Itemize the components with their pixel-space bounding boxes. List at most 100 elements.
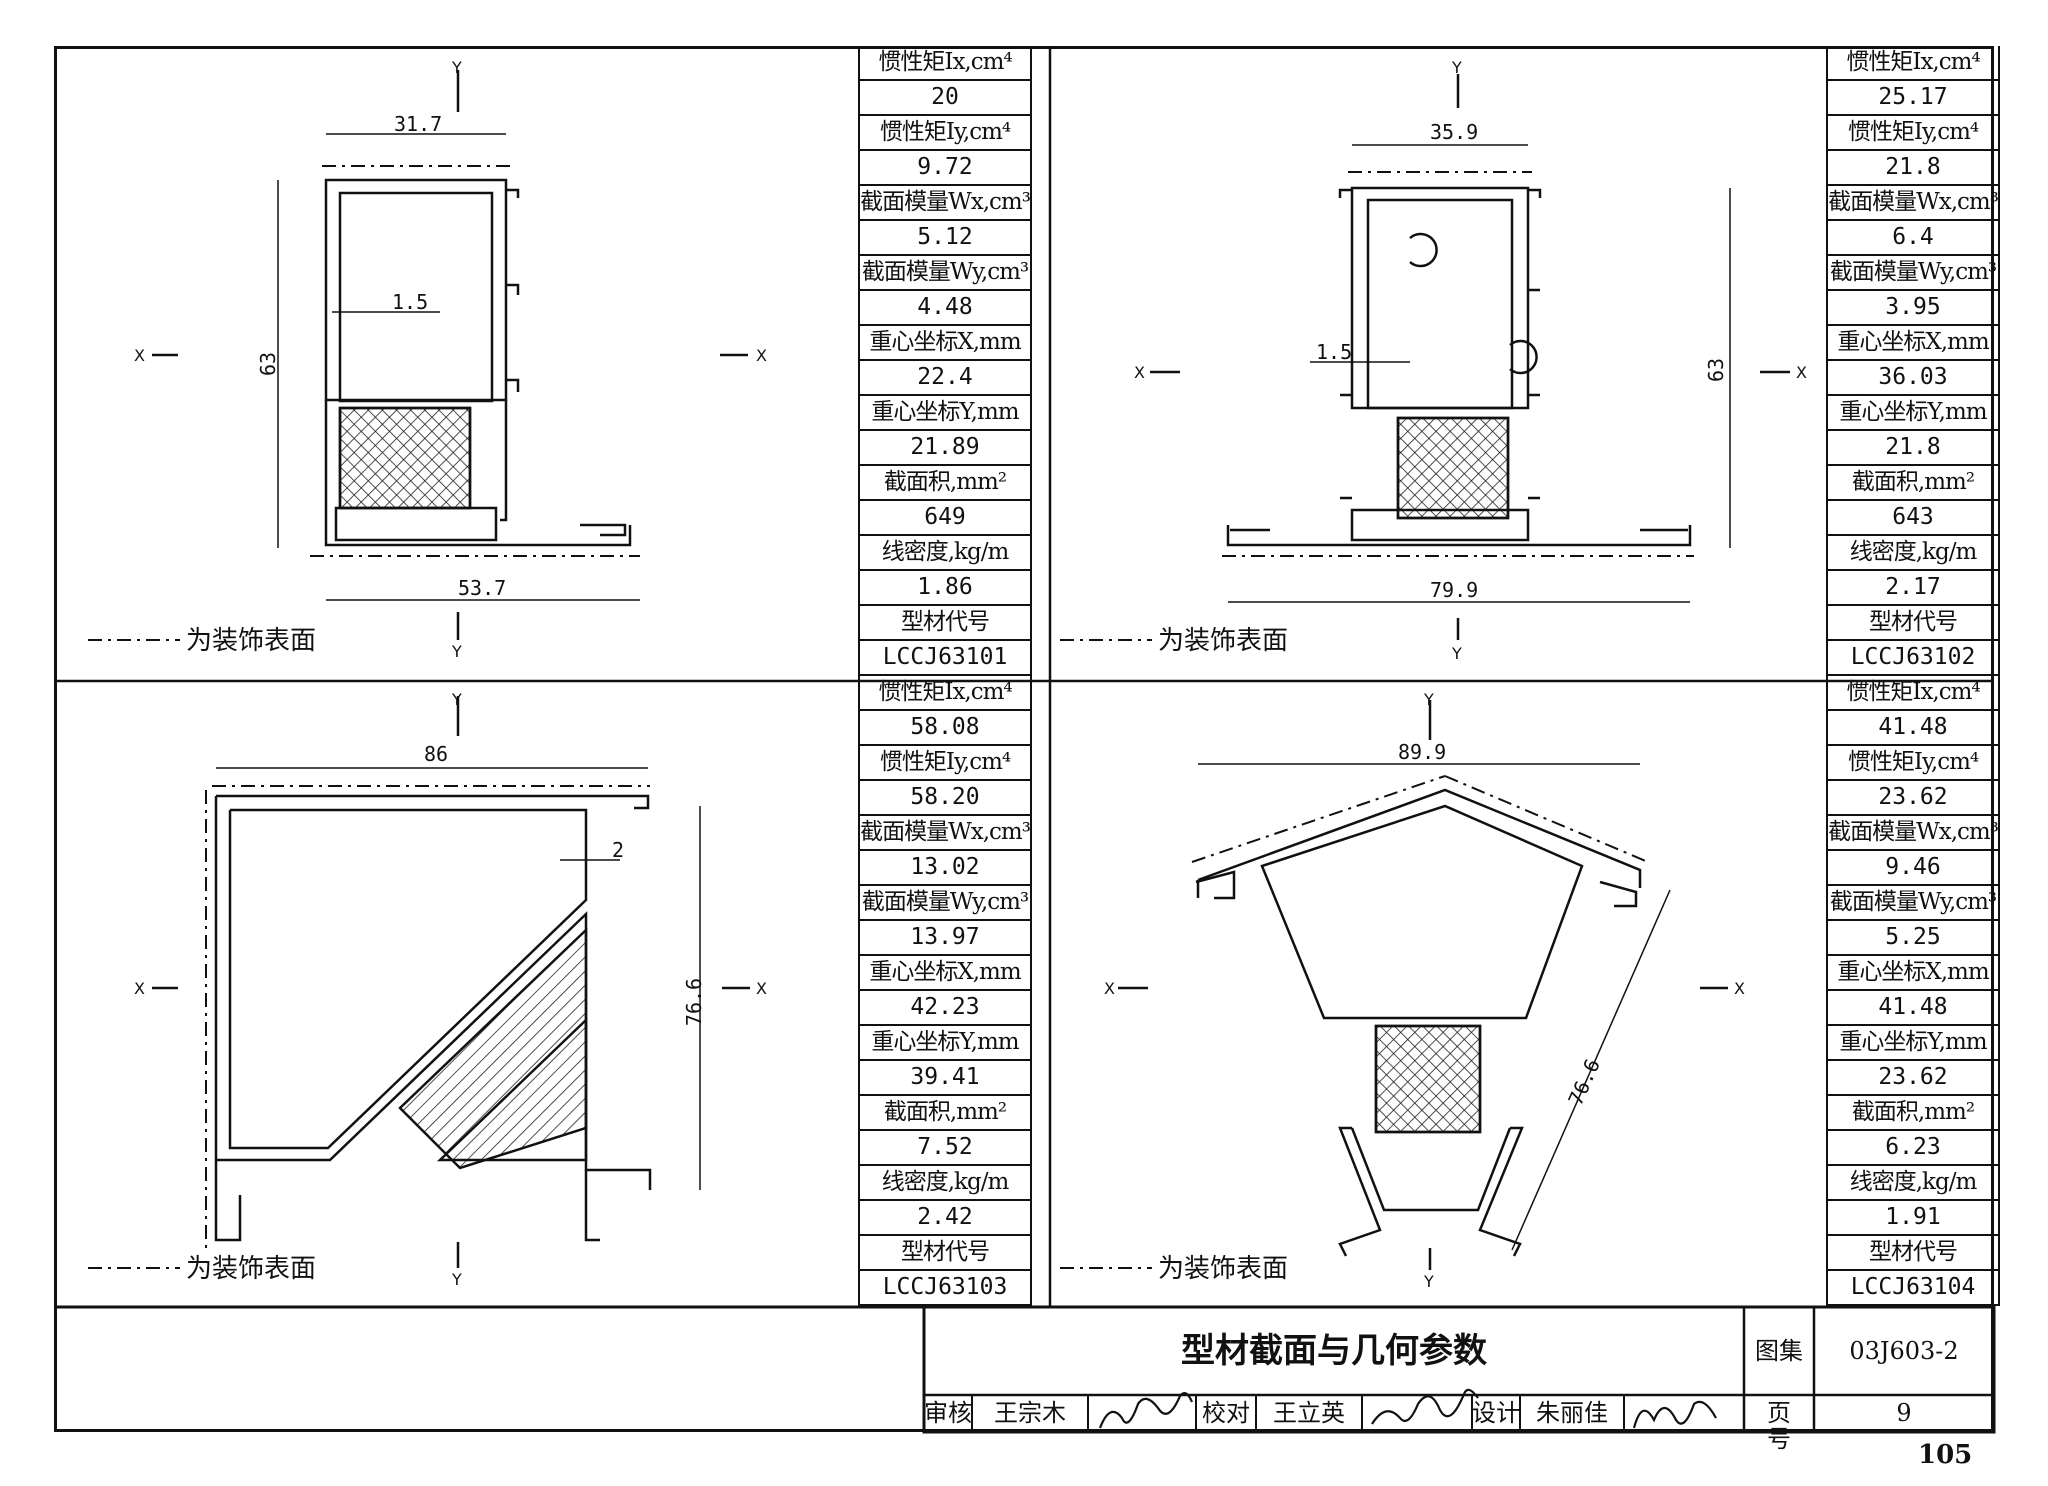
param-value: LCCJ63103 (860, 1271, 1030, 1306)
param-label: 线密度,kg/m (1828, 536, 1998, 571)
p4-axis-y-top: Y (1424, 690, 1434, 709)
p4-axis-x-right: X (1734, 979, 1745, 998)
atlas-number: 03J603-2 (1849, 1337, 1959, 1365)
p1-dim-top: 31.7 (394, 112, 443, 136)
param-value: 41.48 (1828, 991, 1998, 1026)
param-value: 6.23 (1828, 1131, 1998, 1166)
param-value: 5.12 (860, 221, 1030, 256)
param-label: 截面模量Wy,cm³ (860, 886, 1030, 921)
param-label: 截面积,mm² (860, 466, 1030, 501)
p4-axis-y-bottom: Y (1424, 1272, 1434, 1291)
param-label: 型材代号 (1828, 606, 1998, 641)
param-value: LCCJ63104 (1828, 1271, 1998, 1306)
legend-decorative-surface: 为装饰表面 (186, 1254, 317, 1284)
param-label: 重心坐标Y,mm (860, 1026, 1030, 1061)
param-label: 重心坐标Y,mm (1828, 396, 1998, 431)
param-value: 7.52 (860, 1131, 1030, 1166)
param-value: 1.91 (1828, 1201, 1998, 1236)
param-label: 型材代号 (860, 1236, 1030, 1271)
profile-3-drawing (152, 696, 750, 1268)
param-value: 9.72 (860, 151, 1030, 186)
param-label: 惯性矩Ix,cm⁴ (1828, 46, 1998, 81)
param-label: 惯性矩Ix,cm⁴ (860, 676, 1030, 711)
p1-dim-wall: 1.5 (392, 290, 429, 314)
p3-axis-x-left: X (134, 979, 145, 998)
p3-dim-wall: 2 (612, 838, 625, 862)
param-value: 36.03 (1828, 361, 1998, 396)
param-value: 39.41 (860, 1061, 1030, 1096)
p4-axis-x-left: X (1104, 979, 1115, 998)
p2-dim-top: 35.9 (1430, 120, 1479, 144)
profile-1-drawing (152, 70, 748, 640)
param-label: 重心坐标X,mm (860, 326, 1030, 361)
param-value: 58.20 (860, 781, 1030, 816)
p2-dim-wall: 1.5 (1316, 340, 1353, 364)
param-value: 1.86 (860, 571, 1030, 606)
p1-axis-x-left: X (134, 346, 145, 365)
p4-dim-top: 89.9 (1398, 740, 1447, 764)
param-value: 649 (860, 501, 1030, 536)
legend-decorative-surface: 为装饰表面 (186, 626, 317, 656)
p3-dim-top: 86 (424, 742, 449, 766)
profile-4-drawing (1118, 700, 1728, 1270)
param-label: 重心坐标Y,mm (1828, 1026, 1998, 1061)
page-number: 105 (1918, 1440, 1973, 1470)
param-value: 21.89 (860, 431, 1030, 466)
param-value: 9.46 (1828, 851, 1998, 886)
param-label: 重心坐标Y,mm (860, 396, 1030, 431)
param-label: 截面模量Wx,cm³ (860, 816, 1030, 851)
p1-axis-x-right: X (756, 346, 767, 365)
param-label: 线密度,kg/m (1828, 1166, 1998, 1201)
p2-dim-height: 63 (1704, 357, 1729, 383)
title-block: 型材截面与几何参数 图集号 03J603-2 审核 王宗木 校对 王立英 设计 … (924, 1307, 1994, 1453)
param-value: 2.42 (860, 1201, 1030, 1236)
param-label: 截面模量Wx,cm³ (1828, 816, 1998, 851)
param-label: 型材代号 (860, 606, 1030, 641)
param-value: 4.48 (860, 291, 1030, 326)
legend-decorative-surface: 为装饰表面 (1158, 626, 1289, 656)
param-label: 惯性矩Iy,cm⁴ (860, 116, 1030, 151)
page-label: 页 (1767, 1399, 1791, 1427)
param-value: 20 (860, 81, 1030, 116)
param-value: 6.4 (1828, 221, 1998, 256)
param-label: 重心坐标X,mm (1828, 956, 1998, 991)
param-value: LCCJ63102 (1828, 641, 1998, 676)
designer-name: 朱丽佳 (1536, 1399, 1608, 1427)
signatures (1098, 1388, 1717, 1429)
param-label: 重心坐标X,mm (860, 956, 1030, 991)
drawing-title: 型材截面与几何参数 (1181, 1331, 1487, 1371)
p2-dim-bottom: 79.9 (1430, 578, 1479, 602)
param-label: 惯性矩Iy,cm⁴ (1828, 746, 1998, 781)
param-value: 13.97 (860, 921, 1030, 956)
check-label: 校对 (1202, 1399, 1250, 1427)
param-value: 5.25 (1828, 921, 1998, 956)
p3-axis-y-bottom: Y (452, 1270, 462, 1289)
param-value: 2.17 (1828, 571, 1998, 606)
p3-axis-y-top: Y (452, 690, 462, 709)
param-label: 截面积,mm² (1828, 1096, 1998, 1131)
review-label: 审核 (924, 1399, 972, 1427)
p1-axis-y-bottom: Y (452, 642, 462, 661)
reviewer-name: 王宗木 (994, 1399, 1066, 1427)
param-label: 截面模量Wx,cm³ (860, 186, 1030, 221)
p3-axis-x-right: X (756, 979, 767, 998)
param-label: 重心坐标X,mm (1828, 326, 1998, 361)
p3-dim-height: 76.6 (682, 977, 707, 1027)
legend-decorative-surface: 为装饰表面 (1158, 1254, 1289, 1284)
param-label: 截面模量Wy,cm³ (860, 256, 1030, 291)
param-value: 41.48 (1828, 711, 1998, 746)
p1-dim-bottom: 53.7 (458, 576, 507, 600)
param-value: 25.17 (1828, 81, 1998, 116)
param-label: 截面积,mm² (1828, 466, 1998, 501)
param-value: 643 (1828, 501, 1998, 536)
p2-axis-y-top: Y (1452, 58, 1462, 77)
param-value: 21.8 (1828, 151, 1998, 186)
param-value: 23.62 (1828, 1061, 1998, 1096)
param-value: LCCJ63101 (860, 641, 1030, 676)
p2-axis-x-left: X (1134, 363, 1145, 382)
param-label: 截面模量Wx,cm³ (1828, 186, 1998, 221)
param-label: 线密度,kg/m (860, 536, 1030, 571)
param-value: 58.08 (860, 711, 1030, 746)
